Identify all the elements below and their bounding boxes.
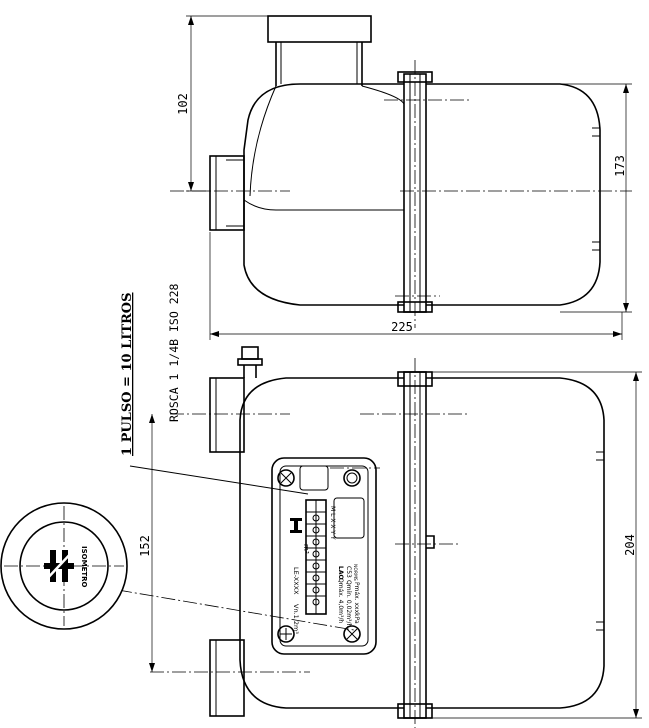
qmin-label: Qmín. 0,02m³/h (345, 580, 352, 627)
dim-204-text: 204 (623, 534, 637, 556)
dim-152-text: 152 (138, 535, 152, 557)
register-letters: M L X X Y Y (329, 506, 336, 540)
dimension-225: 225 (209, 232, 623, 340)
unit-label: m³ (302, 544, 310, 554)
front-inlet-top (209, 377, 245, 453)
brand-label: ISOMETRO (80, 546, 88, 588)
front-body (239, 377, 404, 709)
counter-wheels (306, 511, 326, 606)
dimension-204: 204 (426, 371, 642, 719)
dimension-102: 102 (176, 15, 268, 192)
isometro-logo-icon (43, 549, 75, 583)
top-outlet-pipe (267, 15, 372, 86)
front-view: M L X X Y Y m³ LE-XXXX Vn.1,2m³ LAO Qmáx… (117, 283, 642, 728)
pulse-connector (237, 346, 263, 378)
pressure-label: Pmáx. xxxkPa (353, 582, 360, 624)
detail-view: ISOMETRO (0, 502, 128, 630)
top-body (243, 83, 404, 306)
top-flange (397, 71, 601, 313)
front-inlet-bottom (209, 639, 245, 717)
volume-label: Vn.1,2m³ (292, 604, 300, 634)
dimension-173: 173 (560, 83, 632, 313)
dimension-152: 152 (138, 414, 155, 672)
norms-label: NORMS (352, 564, 358, 581)
pulse-leader-line (129, 465, 309, 495)
thread-label: ROSCA 1 1/4B ISO 228 (167, 283, 181, 422)
front-flange (397, 371, 605, 719)
class-label: C53 (345, 566, 352, 578)
pulse-label: 1 PULSO = 10 LITROS (120, 292, 135, 456)
nameplate-logo-icon (290, 518, 302, 533)
dim-225-text: 225 (391, 320, 413, 334)
dim-102-text: 102 (176, 93, 190, 115)
qmax-label: Qmáx. 4,0m³/h (337, 578, 344, 623)
nameplate: M L X X Y Y m³ LE-XXXX Vn.1,2m³ LAO Qmáx… (271, 457, 377, 655)
lao-label: LAO (337, 566, 344, 580)
model-label: LE-XXXX (292, 567, 300, 595)
top-side-inlet (209, 155, 245, 231)
detail-leader-line (117, 589, 355, 631)
top-view: 102 173 225 (170, 15, 632, 340)
dim-173-text: 173 (613, 155, 627, 177)
